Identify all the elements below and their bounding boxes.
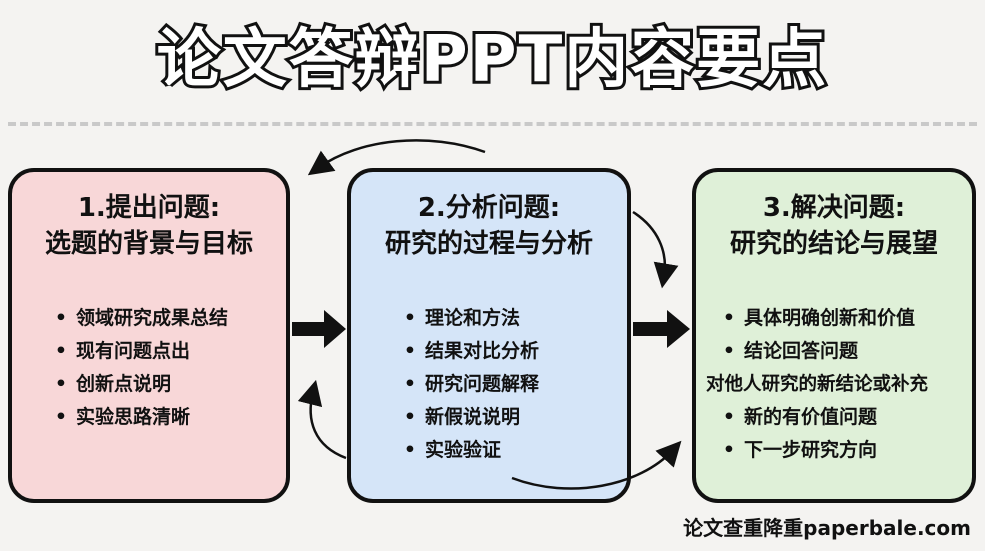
- list-item: •结果对比分析: [401, 335, 539, 368]
- list-item: •研究问题解释: [401, 368, 539, 401]
- card-solve-problem: 3.解决问题: 研究的结论与展望 •具体明确创新和价值 •结论回答问题 对他人研…: [692, 168, 976, 503]
- bullet-icon: •: [403, 406, 417, 428]
- card-heading-line1: 1.提出问题:: [77, 193, 221, 223]
- card-heading: 1.提出问题: 选题的背景与目标: [12, 190, 286, 262]
- bullet-icon: •: [403, 307, 417, 329]
- list-item: •实验验证: [401, 434, 539, 467]
- bullet-icon: •: [54, 307, 68, 329]
- bullet-icon: •: [722, 439, 736, 461]
- bullet-icon: •: [403, 340, 417, 362]
- page-title: 论文答辩PPT内容要点: [154, 20, 829, 100]
- list-item: •新的有价值问题: [720, 401, 928, 434]
- card-heading-line2: 研究的过程与分析: [384, 229, 593, 259]
- bullet-icon: •: [54, 406, 68, 428]
- curved-arrow-back-icon: [307, 139, 486, 176]
- bullet-icon: •: [54, 340, 68, 362]
- bullet-icon: •: [403, 373, 417, 395]
- dashed-divider: [8, 122, 977, 126]
- card-item-list: •理论和方法 •结果对比分析 •研究问题解释 •新假说说明 •实验验证: [401, 302, 539, 467]
- curved-arrow-forward-bottom-icon: [511, 440, 682, 490]
- bullet-icon: •: [403, 439, 417, 461]
- card-heading-line2: 选题的背景与目标: [44, 229, 253, 259]
- list-item: •现有问题点出: [52, 335, 228, 368]
- card-heading: 3.解决问题: 研究的结论与展望: [696, 190, 972, 262]
- list-item: •创新点说明: [52, 368, 228, 401]
- list-item: •新假说说明: [401, 401, 539, 434]
- arrow-right-icon: [292, 310, 346, 348]
- card-analyze-problem: 2.分析问题: 研究的过程与分析 •理论和方法 •结果对比分析 •研究问题解释 …: [347, 168, 631, 503]
- bullet-icon: •: [54, 373, 68, 395]
- curved-arrow-loop-icon: [297, 379, 347, 460]
- list-item: •结论回答问题: [720, 335, 928, 368]
- list-item: •下一步研究方向: [720, 434, 928, 467]
- footer-watermark: 论文查重降重paperbale.com: [683, 516, 971, 540]
- bullet-icon: •: [722, 406, 736, 428]
- card-heading-line2: 研究的结论与展望: [729, 229, 938, 259]
- card-propose-problem: 1.提出问题: 选题的背景与目标 •领域研究成果总结 •现有问题点出 •创新点说…: [8, 168, 290, 503]
- arrow-right-icon: [633, 310, 690, 348]
- list-item: •领域研究成果总结: [52, 302, 228, 335]
- card-heading-line1: 2.分析问题:: [417, 193, 561, 223]
- card-item-list: •具体明确创新和价值 •结论回答问题 对他人研究的新结论或补充 •新的有价值问题…: [706, 302, 928, 467]
- bullet-icon: •: [722, 307, 736, 329]
- list-item: •实验思路清晰: [52, 401, 228, 434]
- list-item: 对他人研究的新结论或补充: [706, 374, 929, 395]
- curved-arrow-forward-icon: [632, 210, 679, 289]
- list-item: •理论和方法: [401, 302, 539, 335]
- bullet-icon: •: [722, 340, 736, 362]
- card-item-list: •领域研究成果总结 •现有问题点出 •创新点说明 •实验思路清晰: [52, 302, 228, 434]
- card-heading-line1: 3.解决问题:: [762, 193, 906, 223]
- list-item: •具体明确创新和价值: [720, 302, 928, 335]
- card-heading: 2.分析问题: 研究的过程与分析: [351, 190, 627, 262]
